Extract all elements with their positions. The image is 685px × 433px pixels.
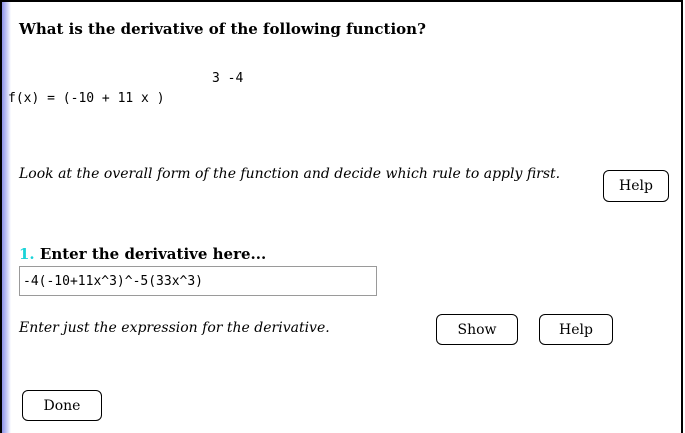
hint-help-button[interactable]: Help — [603, 170, 669, 202]
derivative-answer-input[interactable] — [19, 266, 377, 296]
function-exponents: 3 -4 — [212, 71, 244, 86]
show-button[interactable]: Show — [436, 314, 518, 345]
step-1-label: 1. Enter the derivative here... — [19, 245, 266, 263]
step-instruction: Enter just the expression for the deriva… — [19, 320, 330, 336]
hint-text: Look at the overall form of the function… — [19, 166, 561, 182]
step-title: Enter the derivative here... — [39, 245, 267, 263]
left-gradient-stripe — [2, 2, 11, 433]
function-expression: f(x) = (-10 + 11 x ) — [8, 91, 165, 106]
step-help-button[interactable]: Help — [539, 314, 613, 345]
question-title: What is the derivative of the following … — [19, 20, 426, 38]
step-number: 1. — [19, 245, 35, 263]
done-button[interactable]: Done — [22, 390, 102, 421]
